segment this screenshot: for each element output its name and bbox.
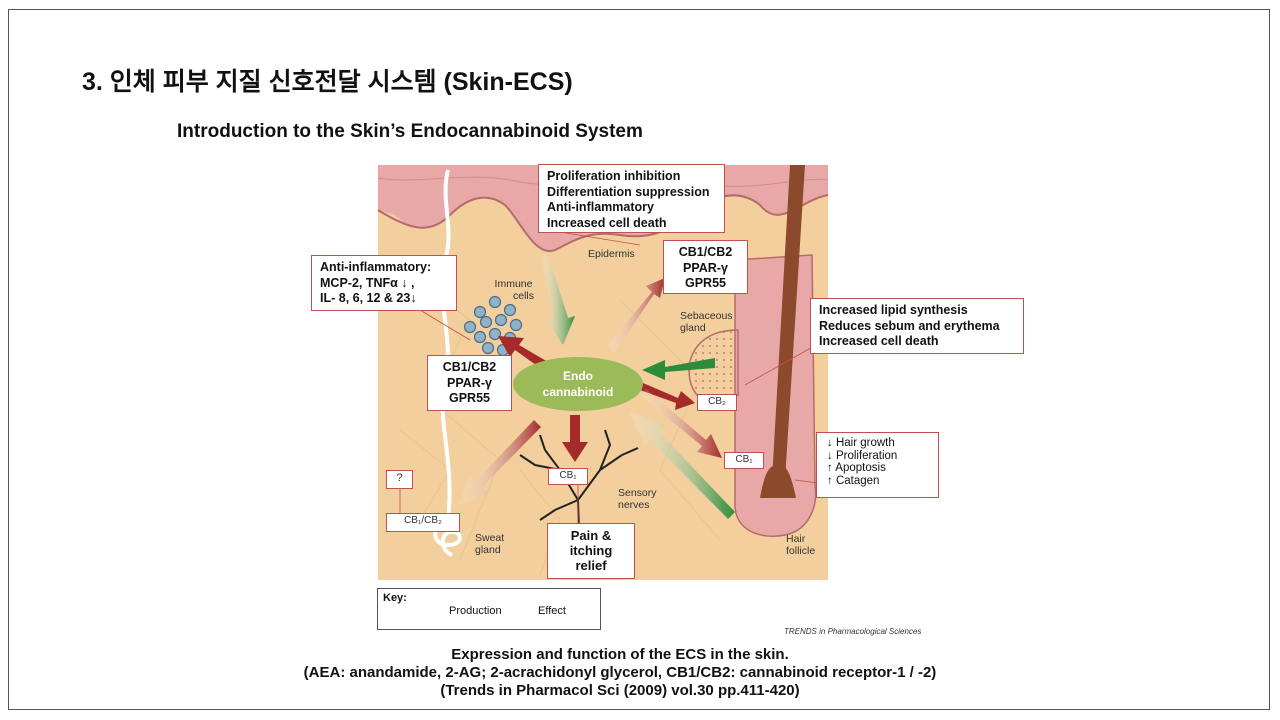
production-arrow-sebaceous [642, 358, 715, 380]
sweat-gland-coil [433, 518, 462, 557]
sebaceous-effects-box: Increased lipid synthesis Reduces sebum … [810, 298, 1024, 354]
epidermis-effect-3: Anti-inflammatory [547, 200, 654, 214]
immune-cells [463, 295, 523, 357]
hair-effect-2: ↓ Proliferation [827, 449, 898, 462]
immune-receptor-1: CB1/CB2 [442, 360, 497, 374]
hair-effect-4: ↑ Catagen [827, 474, 880, 487]
production-arrow-epidermis [541, 255, 575, 345]
epidermis-receptor-1: CB1/CB2 [678, 245, 733, 259]
immune-receptors-box: CB1/CB2 PPAR-γ GPR55 [427, 355, 512, 411]
hair-label-line-2: follicle [786, 545, 816, 557]
caption-line-3: (Trends in Pharmacol Sci (2009) vol.30 p… [440, 682, 800, 699]
figure-caption: Expression and function of the ECS in th… [0, 646, 1240, 700]
sebaceous-gland-label: Sebaceous gland [680, 310, 733, 334]
production-arrows [541, 255, 735, 519]
endocannabinoid-label-line-2: cannabinoid [542, 385, 614, 399]
sensory-effects-box: Pain & itching relief [547, 523, 635, 579]
sensory-label-line-1: Sensory [618, 487, 657, 499]
caption-line-2: (AEA: anandamide, 2-AG; 2-acrachidonyl g… [303, 664, 937, 681]
slide-subtitle: Introduction to the Skin’s Endocannabino… [177, 121, 643, 142]
hair-bulb [760, 465, 796, 498]
effect-arrow-nerve [562, 415, 588, 462]
immune-receptor-2: PPAR-γ [447, 375, 492, 390]
epidermis-effect-4: Increased cell death [547, 215, 667, 230]
immune-label-line-1: Immune [494, 278, 533, 290]
cb2-sebaceous-tag: CB₂ [697, 394, 737, 411]
effect-arrow-immune [498, 336, 548, 370]
epidermis-label: Epidermis [588, 248, 635, 260]
epidermis-receptor-2: PPAR-γ [683, 260, 728, 275]
sebaceous-effect-1: Increased lipid synthesis [819, 303, 968, 317]
sensory-effect-2: itching [569, 543, 613, 558]
sweat-label-line-2: gland [475, 544, 501, 556]
effect-arrow-sweat [458, 420, 541, 506]
sweat-unknown-box: ? [386, 470, 413, 489]
hair-effect-1: ↓ Hair growth [827, 437, 895, 449]
sebaceous-label-line-2: gland [680, 322, 706, 334]
hair-label-line-1: Hair [786, 533, 806, 545]
immune-effects-box: Anti-inflammatory: MCP-2, TNFα ↓ , IL- 8… [311, 255, 457, 311]
key-effect-label: Effect [538, 605, 566, 617]
cb1-nerve-tag: CB₁ [548, 468, 588, 485]
effect-arrows [458, 278, 722, 506]
sensory-label-line-2: nerves [618, 499, 650, 511]
sebaceous-effect-2: Reduces sebum and erythema [819, 318, 1000, 333]
sweat-gland-label: Sweat gland [475, 532, 504, 556]
cb1cb2-sweat-tag: CB₁/CB₂ [386, 513, 460, 532]
immune-cells-label: Immune cells [493, 278, 534, 302]
figure-source: TRENDS in Pharmacological Sciences [784, 627, 922, 636]
immune-label-line-2: cells [513, 290, 535, 302]
effect-arrow-epidermis [607, 278, 665, 352]
key-production-label: Production [449, 605, 502, 617]
legend-key: Key: Production Effect [377, 588, 601, 630]
endocannabinoid-node: Endo cannabinoid [513, 357, 643, 411]
key-title: Key: [383, 592, 407, 604]
epidermis-receptors-box: CB1/CB2 PPAR-γ GPR55 [663, 240, 748, 294]
production-arrow-hair [628, 410, 735, 519]
endocannabinoid-label-line-1: Endo [563, 369, 593, 383]
hair-effect-3: ↑ Apoptosis [827, 462, 886, 474]
hair-effects-box: ↓ Hair growth ↓ Proliferation ↑ Apoptosi… [816, 432, 939, 498]
epidermis-effects-box: Proliferation inhibition Differentiation… [538, 164, 725, 233]
sweat-duct [440, 169, 452, 521]
sweat-label-line-1: Sweat [475, 532, 505, 544]
sensory-nerves-label: Sensory nerves [618, 487, 657, 511]
epidermis-receptor-3: GPR55 [685, 276, 726, 290]
immune-effect-2: MCP-2, TNFα ↓ , [320, 275, 415, 290]
sensory-effect-3: relief [575, 558, 607, 573]
sebaceous-label-line-1: Sebaceous [680, 310, 733, 322]
caption-line-1: Expression and function of the ECS in th… [451, 646, 789, 663]
immune-receptor-3: GPR55 [449, 391, 490, 405]
immune-effect-1: Anti-inflammatory: [320, 260, 432, 274]
slide-title: 3. 인체 피부 지질 신호전달 시스템 (Skin-ECS) [82, 68, 573, 96]
hair-shaft [772, 165, 805, 480]
sensory-effect-1: Pain & [570, 528, 612, 543]
cb1-hair-tag: CB₁ [724, 452, 764, 469]
effect-arrow-sebaceous [640, 383, 695, 410]
epidermis-effect-2: Differentiation suppression [547, 184, 710, 199]
effect-arrow-hair [640, 389, 722, 458]
hair-follicle-label: Hair follicle [786, 533, 815, 557]
epidermis-effect-1: Proliferation inhibition [547, 169, 681, 183]
sebaceous-effect-3: Increased cell death [819, 334, 939, 348]
slide-frame [8, 9, 1270, 710]
connector-lines [399, 231, 827, 528]
immune-effect-3: IL- 8, 6, 12 & 23↓ [320, 291, 417, 305]
